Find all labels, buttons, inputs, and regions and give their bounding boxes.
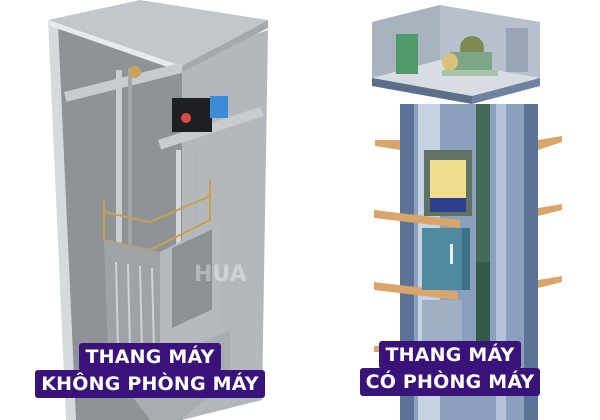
right-label: THANG MÁY CÓ PHÒNG MÁY: [359, 341, 541, 396]
left-elevator-panel: HUA THANG MÁY KHÔNG PHÒNG MÁY: [35, 0, 268, 420]
right-label-line1: THANG MÁY: [379, 341, 521, 369]
watermark-text: HUA: [194, 262, 247, 287]
left-label-line2: KHÔNG PHÒNG MÁY: [35, 370, 265, 398]
left-label-line1: THANG MÁY: [79, 343, 221, 371]
right-elevator-panel: THANG MÁY CÓ PHÒNG MÁY: [300, 0, 600, 420]
left-label: THANG MÁY KHÔNG PHÒNG MÁY: [35, 343, 265, 398]
right-label-line2: CÓ PHÒNG MÁY: [359, 368, 541, 396]
